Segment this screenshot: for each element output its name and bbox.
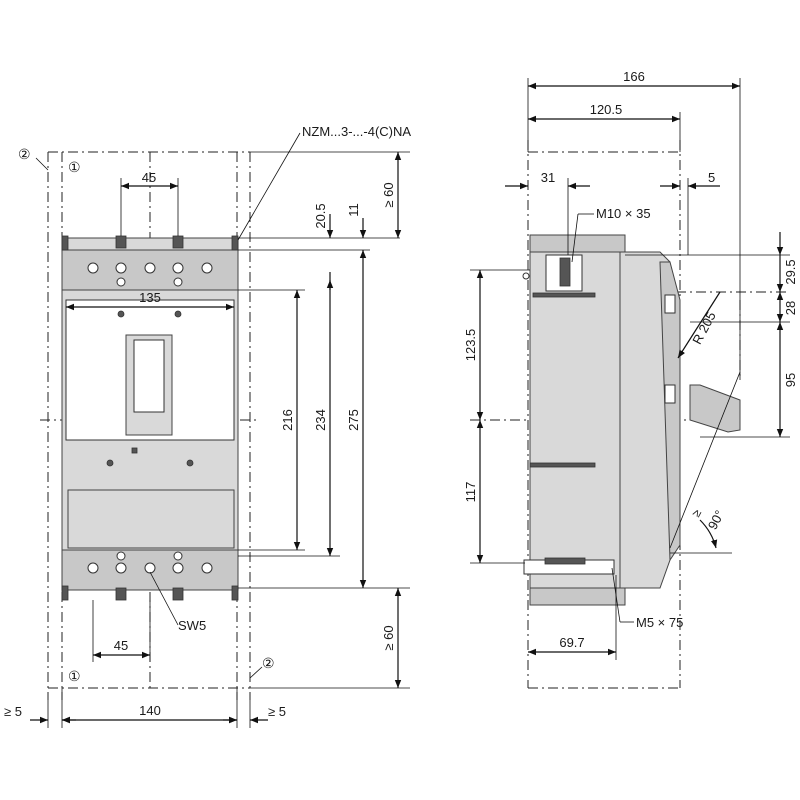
angle-leader bbox=[669, 371, 741, 549]
terminal-screw bbox=[201, 562, 213, 574]
screw-bottom-label: M5 × 75 bbox=[636, 615, 683, 630]
dim-234-label: 234 bbox=[313, 409, 328, 431]
dim-166-label: 166 bbox=[623, 69, 645, 84]
dim-5-left-label: ≥ 5 bbox=[4, 704, 22, 719]
dim-117-label: 117 bbox=[463, 482, 478, 503]
callout-2-bottom: ② bbox=[262, 655, 275, 671]
screw-top-label: M10 × 35 bbox=[596, 206, 651, 221]
mid-slot bbox=[529, 462, 596, 468]
toggle-handle bbox=[133, 339, 165, 413]
dim-95-label: 95 bbox=[783, 373, 798, 387]
terminal-screw bbox=[115, 262, 127, 274]
terminal-screw bbox=[172, 262, 184, 274]
terminal-screw bbox=[116, 551, 126, 561]
breaker-side-body bbox=[522, 234, 741, 606]
front-view: 45 135 216 234 275 20.5 11 ≥ 60 bbox=[4, 124, 411, 728]
angle-arc bbox=[699, 519, 718, 549]
terminal-lug bbox=[115, 235, 127, 249]
dim-20-5-label: 20.5 bbox=[313, 203, 328, 228]
fixing-hole bbox=[106, 459, 114, 467]
angle-label: 90° bbox=[705, 508, 727, 532]
dim-120-5-label: 120.5 bbox=[590, 102, 623, 117]
wrench-label-leader bbox=[149, 571, 179, 626]
fixing-hole bbox=[186, 459, 194, 467]
dim-60-bottom-label: ≥ 60 bbox=[381, 625, 396, 650]
callout-1-top: ① bbox=[68, 159, 81, 175]
dim-29-5-label: 29.5 bbox=[783, 259, 798, 284]
terminal-screw bbox=[201, 262, 213, 274]
screw-top-leader-b bbox=[571, 213, 579, 263]
terminal-screw bbox=[173, 551, 183, 561]
dim-28-label: 28 bbox=[783, 301, 798, 315]
leader-line bbox=[35, 157, 49, 171]
lower-cover-panel bbox=[67, 489, 235, 549]
side-view: 166 120.5 31 5 M10 × 35 123.5 117 29.5 2… bbox=[463, 69, 798, 689]
dim-123-5-label: 123.5 bbox=[463, 329, 478, 362]
dim-60-top-label: ≥ 60 bbox=[381, 182, 396, 207]
dim-31-label: 31 bbox=[541, 170, 555, 185]
dim-5-right-label: ≥ 5 bbox=[268, 704, 286, 719]
dim-216-label: 216 bbox=[280, 409, 295, 431]
terminal-lug bbox=[172, 235, 184, 249]
dim-69-7-label: 69.7 bbox=[559, 635, 584, 650]
bottom-terminal-screw bbox=[544, 557, 586, 565]
terminal-screw bbox=[87, 562, 99, 574]
radius-line bbox=[677, 291, 721, 359]
terminal-lug bbox=[115, 587, 127, 601]
dim-45-bottom-label: 45 bbox=[114, 638, 128, 653]
terminal-screw bbox=[144, 262, 156, 274]
dim-5-label: 5 bbox=[708, 170, 715, 185]
dim-45-top-label: 45 bbox=[142, 170, 156, 185]
callout-2-top: ② bbox=[18, 146, 31, 162]
radius-label: R 205 bbox=[689, 309, 719, 347]
callout-1-bottom: ① bbox=[68, 668, 81, 684]
front-latch-bottom bbox=[664, 384, 676, 404]
angle-ge-label: ≥ bbox=[689, 507, 705, 520]
dim-275-label: 275 bbox=[346, 409, 361, 431]
mounting-foot bbox=[231, 585, 239, 601]
leader-line bbox=[249, 666, 263, 679]
terminal-lug bbox=[172, 587, 184, 601]
dim-135-label: 135 bbox=[139, 290, 161, 305]
toggle-handle-side bbox=[689, 384, 741, 433]
side-housing-main bbox=[529, 251, 621, 589]
mounting-foot bbox=[61, 235, 69, 251]
part-number-label: NZM...3-...-4(C)NA bbox=[302, 124, 411, 139]
indicator bbox=[131, 447, 138, 454]
fixing-hole bbox=[174, 310, 182, 318]
front-latch-top bbox=[664, 294, 676, 314]
breaker-front-body bbox=[61, 235, 239, 601]
part-label-leader bbox=[237, 132, 301, 241]
side-fixing bbox=[522, 272, 530, 280]
dim-140-label: 140 bbox=[139, 703, 161, 718]
terminal-screw bbox=[116, 277, 126, 287]
terminal-screw bbox=[172, 562, 184, 574]
terminal-screw bbox=[173, 277, 183, 287]
terminal-screw bbox=[87, 262, 99, 274]
fixing-hole bbox=[117, 310, 125, 318]
top-terminal-screw bbox=[559, 257, 571, 287]
terminal-screw bbox=[144, 562, 156, 574]
mounting-foot bbox=[61, 585, 69, 601]
mounting-foot bbox=[231, 235, 239, 251]
terminal-screw bbox=[115, 562, 127, 574]
dim-11-label: 11 bbox=[346, 203, 361, 217]
top-busbar bbox=[532, 292, 596, 298]
wrench-size-label: SW5 bbox=[178, 618, 206, 633]
side-housing-nose bbox=[659, 261, 681, 562]
